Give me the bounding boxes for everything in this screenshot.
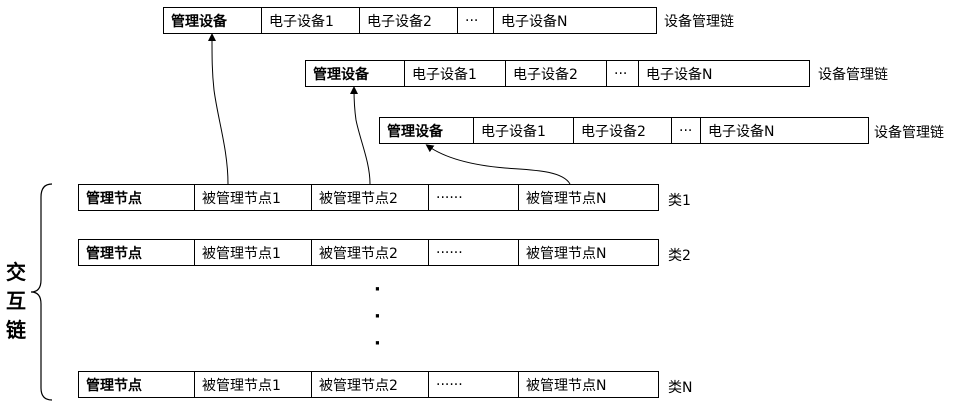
arrow-to-device-chain-2 (354, 89, 370, 184)
arrow-to-device-chain-3 (428, 146, 570, 184)
interaction-chain-brace (31, 184, 52, 400)
arrow-to-device-chain-1 (212, 36, 228, 184)
